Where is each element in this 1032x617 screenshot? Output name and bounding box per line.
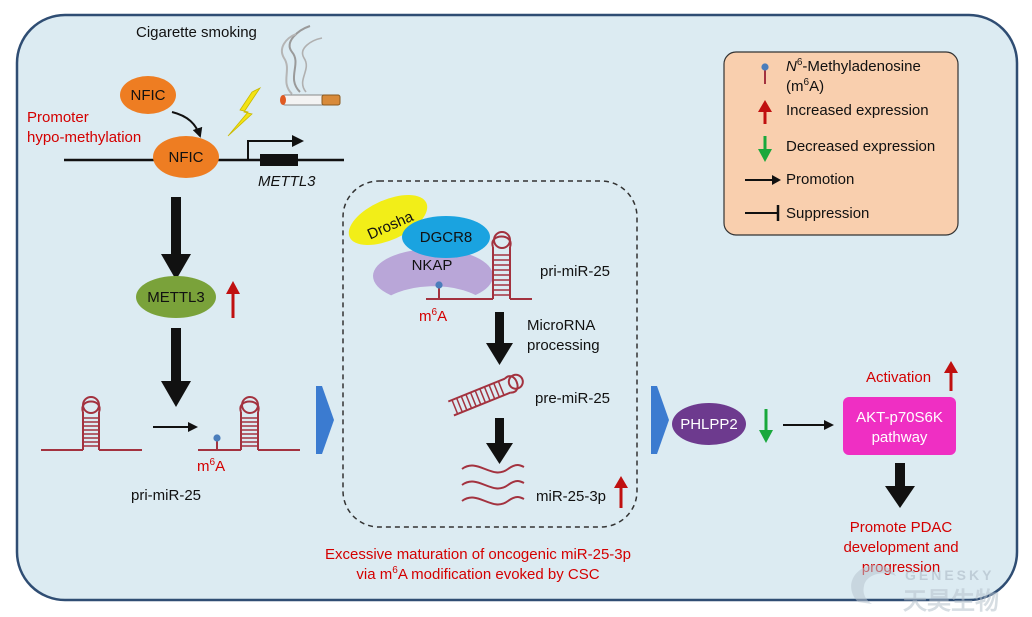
processing-arrow-2 bbox=[486, 418, 513, 464]
microrna-label-line1: MicroRNA bbox=[527, 317, 595, 334]
dgcr8-ellipse bbox=[402, 216, 490, 258]
mettl3-gene-label: METTL3 bbox=[258, 173, 316, 190]
watermark-brand: GENESKY bbox=[905, 567, 994, 583]
nkap-label: NKAP bbox=[412, 257, 453, 274]
m6a-pin-icon-left bbox=[213, 434, 221, 450]
down-arrow-icon bbox=[758, 136, 772, 162]
mettl3-up-arrow-icon bbox=[226, 281, 240, 318]
lightning-icon bbox=[227, 86, 262, 137]
pre-mir25-label: pre-miR-25 bbox=[535, 390, 610, 407]
mettl3-protein-ellipse bbox=[136, 276, 216, 318]
activation-up-arrow-icon bbox=[944, 361, 958, 391]
pri-mir25-label-box: pri-miR-25 bbox=[540, 263, 610, 280]
processing-arrow-1 bbox=[486, 312, 513, 365]
pdac-label-line1: Promote PDAC bbox=[850, 519, 953, 536]
chevron-arrow-icon-left bbox=[316, 386, 334, 454]
nfic-to-mettl3-arrow bbox=[161, 197, 191, 280]
caption-line1: Excessive maturation of oncogenic miR-25… bbox=[325, 546, 631, 563]
legend-decreased: Decreased expression bbox=[786, 138, 935, 155]
nfic-binding-arrow bbox=[171, 111, 203, 138]
promoter-label-line1: Promoter bbox=[27, 109, 89, 126]
watermark-logo-icon bbox=[851, 564, 896, 604]
mir25-up-arrow-icon bbox=[614, 476, 628, 508]
hairpin-rna-icon-methylated bbox=[198, 396, 300, 451]
nfic-label-dna: NFIC bbox=[169, 149, 204, 166]
legend-increased: Increased expression bbox=[786, 102, 929, 119]
cigarette-icon bbox=[280, 25, 341, 106]
hairpin-rna-icon-left bbox=[41, 396, 142, 451]
activation-label: Activation bbox=[866, 369, 931, 386]
akt-to-pdac-arrow bbox=[885, 463, 915, 508]
hairpin-rna-icon-pri bbox=[426, 231, 532, 300]
legend-m6a-label-line1: N6-Methyladenosine bbox=[786, 57, 921, 75]
akt-label-line2: pathway bbox=[872, 429, 928, 446]
mature-mirna-icon bbox=[461, 464, 525, 506]
legend-promotion: Promotion bbox=[786, 171, 854, 188]
promoter-label-line2: hypo-methylation bbox=[27, 129, 141, 146]
mettl3-gene-box bbox=[260, 154, 298, 166]
promotion-arrow-icon bbox=[745, 175, 781, 185]
pdac-label-line2: development and bbox=[843, 539, 958, 556]
mettl3-protein-label: METTL3 bbox=[147, 289, 205, 306]
hairpin-rna-icon-pre bbox=[447, 373, 524, 417]
akt-pathway-box bbox=[843, 397, 956, 455]
nkap-shape bbox=[373, 249, 493, 303]
nfic-ellipse-top bbox=[120, 76, 176, 114]
chevron-arrow-icon-right bbox=[651, 386, 669, 454]
suppression-bar-icon bbox=[745, 205, 780, 221]
nfic-ellipse-dna bbox=[153, 136, 219, 178]
dgcr8-label: DGCR8 bbox=[420, 229, 473, 246]
phlpp2-ellipse bbox=[672, 403, 746, 445]
pri-mir25-label-left: pri-miR-25 bbox=[131, 487, 201, 504]
processing-box bbox=[342, 180, 638, 528]
watermark-chinese: 天昊生物 bbox=[903, 588, 999, 615]
tss-arrow-icon bbox=[247, 135, 304, 160]
mir25-3p-label: miR-25-3p bbox=[536, 488, 606, 505]
m6a-label-pri: m6A bbox=[419, 307, 447, 325]
microrna-label-line2: processing bbox=[527, 337, 600, 354]
watermark: GENESKY 天昊生物 bbox=[851, 564, 999, 615]
m6a-pin-icon-pri bbox=[435, 281, 443, 299]
mettl3-to-rna-arrow bbox=[161, 328, 191, 407]
drosha-ellipse bbox=[348, 194, 428, 246]
caption-line2: via m6A modification evoked by CSC bbox=[356, 565, 599, 583]
legend-box bbox=[723, 51, 959, 236]
akt-label-line1: AKT-p70S6K bbox=[856, 409, 943, 426]
up-arrow-icon bbox=[758, 100, 772, 124]
m6a-pin-icon bbox=[761, 63, 769, 84]
phlpp2-label: PHLPP2 bbox=[680, 416, 738, 433]
nfic-label-top: NFIC bbox=[131, 87, 166, 104]
legend: N6-Methyladenosine (m6A) Increased expre… bbox=[723, 51, 959, 236]
m6a-label-left: m6A bbox=[197, 457, 225, 475]
phlpp2-down-arrow-icon bbox=[759, 409, 773, 443]
legend-m6a-label-line2: (m6A) bbox=[786, 77, 824, 95]
cigarette-smoking-label: Cigarette smoking bbox=[136, 24, 257, 41]
legend-suppression: Suppression bbox=[786, 205, 869, 222]
